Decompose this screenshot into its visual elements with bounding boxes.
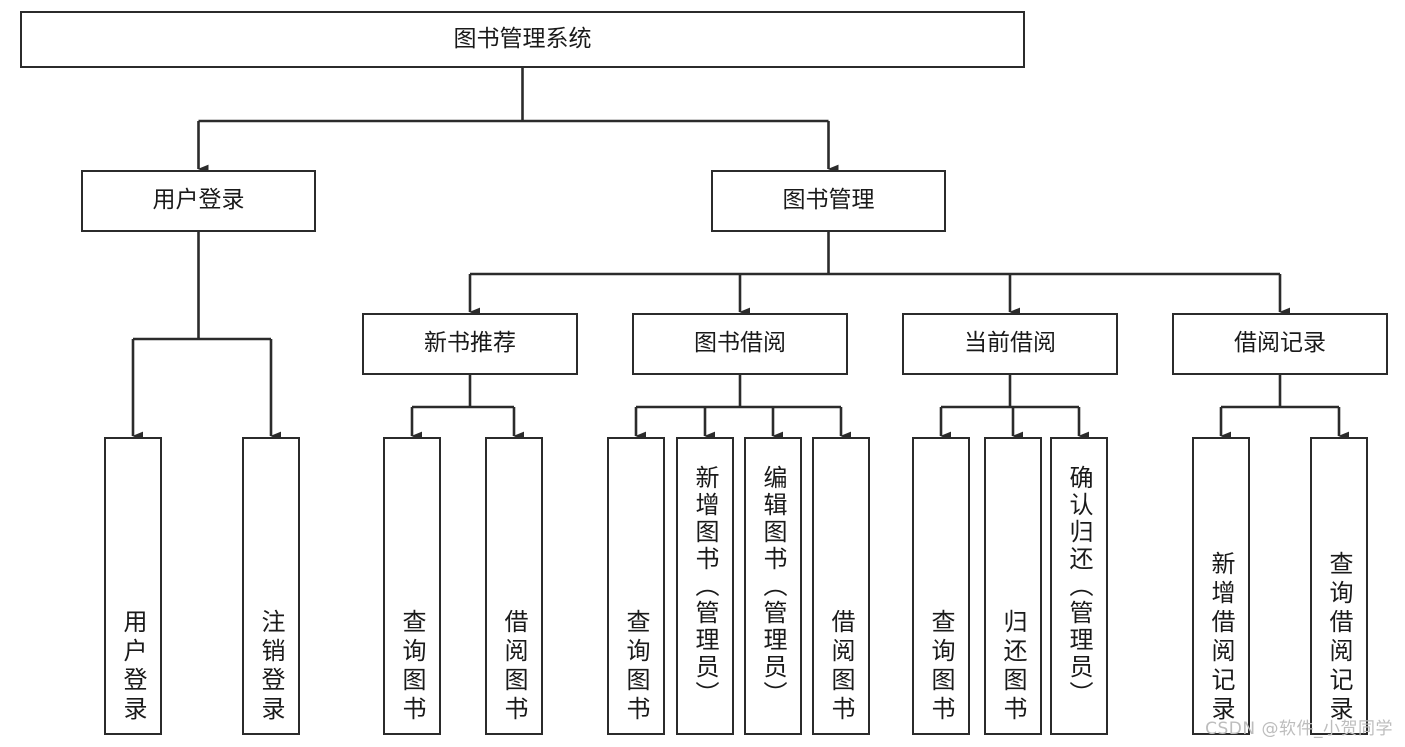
node-leaf-query-book-1[interactable]: 查询图书 <box>383 437 441 735</box>
node-leaf-logout[interactable]: 注销登录 <box>242 437 300 735</box>
node-leaf-query-book-3-label: 查询图书 <box>927 609 955 725</box>
node-new-book-recommend[interactable]: 新书推荐 <box>362 313 578 375</box>
node-leaf-borrow-book-2[interactable]: 借阅图书 <box>812 437 870 735</box>
node-leaf-confirm-return-label: 确认归还（管理员） <box>1065 464 1093 708</box>
node-leaf-confirm-return[interactable]: 确认归还（管理员） <box>1050 437 1108 735</box>
node-leaf-borrow-book-2-label: 借阅图书 <box>827 609 855 725</box>
node-new-book-recommend-label: 新书推荐 <box>424 330 516 357</box>
node-leaf-user-login-label: 用户登录 <box>119 609 147 725</box>
node-root[interactable]: 图书管理系统 <box>20 11 1025 68</box>
node-book-management[interactable]: 图书管理 <box>711 170 946 232</box>
node-leaf-return-book[interactable]: 归还图书 <box>984 437 1042 735</box>
node-current-borrow[interactable]: 当前借阅 <box>902 313 1118 375</box>
node-borrow-record[interactable]: 借阅记录 <box>1172 313 1388 375</box>
node-leaf-query-record[interactable]: 查询借阅记录 <box>1310 437 1368 735</box>
node-leaf-add-book-label: 新增图书（管理员） <box>691 464 719 708</box>
node-leaf-query-record-label: 查询借阅记录 <box>1325 551 1353 725</box>
node-leaf-borrow-book-1-label: 借阅图书 <box>500 609 528 725</box>
node-leaf-logout-label: 注销登录 <box>257 609 285 725</box>
node-leaf-user-login[interactable]: 用户登录 <box>104 437 162 735</box>
node-leaf-return-book-label: 归还图书 <box>999 609 1027 725</box>
node-leaf-borrow-book-1[interactable]: 借阅图书 <box>485 437 543 735</box>
node-book-management-label: 图书管理 <box>782 187 875 214</box>
node-leaf-edit-book[interactable]: 编辑图书（管理员） <box>744 437 802 735</box>
node-leaf-add-book[interactable]: 新增图书（管理员） <box>676 437 734 735</box>
node-leaf-add-record[interactable]: 新增借阅记录 <box>1192 437 1250 735</box>
node-leaf-query-book-3[interactable]: 查询图书 <box>912 437 970 735</box>
connector-group <box>131 68 1350 441</box>
node-borrow-record-label: 借阅记录 <box>1234 330 1326 357</box>
node-leaf-query-book-2-label: 查询图书 <box>622 609 650 725</box>
node-current-borrow-label: 当前借阅 <box>964 330 1056 357</box>
node-leaf-query-book-1-label: 查询图书 <box>398 609 426 725</box>
node-leaf-query-book-2[interactable]: 查询图书 <box>607 437 665 735</box>
node-root-label: 图书管理系统 <box>453 25 592 52</box>
node-leaf-edit-book-label: 编辑图书（管理员） <box>759 464 787 708</box>
node-book-borrow-label: 图书借阅 <box>694 330 786 357</box>
node-book-borrow[interactable]: 图书借阅 <box>632 313 848 375</box>
node-leaf-add-record-label: 新增借阅记录 <box>1207 551 1235 725</box>
node-user-login[interactable]: 用户登录 <box>81 170 316 232</box>
node-user-login-label: 用户登录 <box>152 187 245 214</box>
